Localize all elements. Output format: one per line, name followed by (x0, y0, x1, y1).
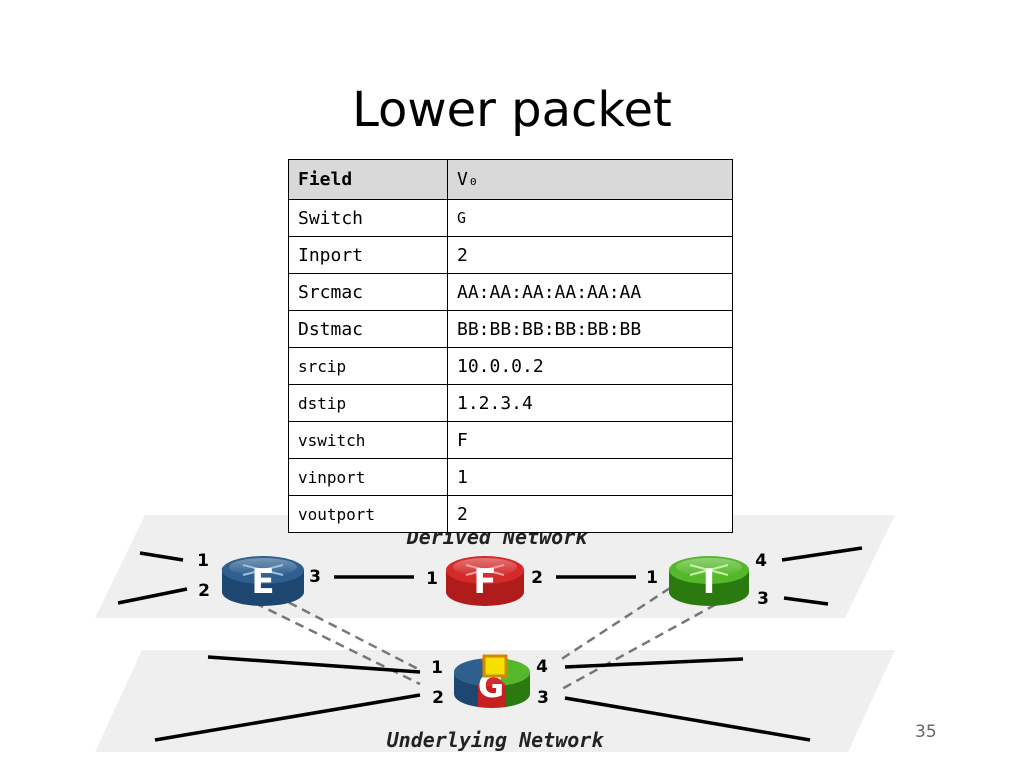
packet-marker-icon (482, 654, 508, 678)
row-field: Srcmac (288, 273, 448, 311)
port-e-2: 2 (198, 581, 210, 601)
table-row: srcip 10.0.0.2 (288, 347, 733, 385)
link-e1-out (139, 551, 184, 562)
slide-title: Lower packet (352, 82, 672, 138)
table-row: Srcmac AA:AA:AA:AA:AA:AA (288, 273, 733, 311)
row-value: G (447, 199, 733, 237)
header-value: V₀ (447, 159, 733, 200)
link-i4-out (781, 546, 863, 562)
derived-links (117, 546, 863, 606)
row-value: F (447, 421, 733, 459)
table-row: vswitch F (288, 421, 733, 459)
switch-i[interactable]: I (669, 556, 749, 606)
table-row: Dstmac BB:BB:BB:BB:BB:BB (288, 310, 733, 348)
row-value: 10.0.0.2 (447, 347, 733, 385)
switch-i-name: I (703, 562, 716, 602)
row-value: 2 (447, 495, 733, 533)
link-e2-out (117, 587, 188, 605)
switch-e[interactable]: E (222, 556, 304, 606)
row-field: srcip (288, 347, 448, 385)
switch-e-name: E (251, 562, 274, 602)
table-row: vinport 1 (288, 458, 733, 496)
mapping-line-i-1 (559, 586, 671, 662)
link-g1-out (207, 655, 421, 674)
row-field: dstip (288, 384, 448, 422)
switch-f-name: F (473, 562, 496, 602)
table-row: Switch G (288, 199, 733, 237)
packet-fields-table: Field V₀ Switch G Inport 2 Srcmac AA:AA:… (288, 159, 733, 533)
underlying-network-label: Underlying Network (387, 728, 605, 752)
port-g-2: 2 (432, 688, 444, 708)
port-g-4: 4 (536, 657, 548, 677)
port-f-2: 2 (531, 568, 543, 588)
switch-f-shine (453, 558, 517, 576)
switch-g[interactable]: G (453, 654, 531, 708)
row-field: Dstmac (288, 310, 448, 348)
row-field: vswitch (288, 421, 448, 459)
row-field: Switch (288, 199, 448, 237)
table-row: dstip 1.2.3.4 (288, 384, 733, 422)
switch-g-body-red (478, 685, 506, 708)
page-number: 35 (915, 722, 937, 742)
switch-g-body-green (506, 672, 530, 707)
link-g3-out (564, 696, 811, 742)
row-value: BB:BB:BB:BB:BB:BB (447, 310, 733, 348)
switch-g-body-blue (454, 672, 478, 707)
port-e-1: 1 (197, 551, 209, 571)
row-value: 1 (447, 458, 733, 496)
switch-i-shine (676, 558, 742, 576)
switch-g-top-lower-red (478, 672, 506, 686)
table-row: voutport 2 (288, 495, 733, 533)
switch-e-shine (229, 558, 297, 576)
port-g-3: 3 (537, 688, 549, 708)
row-value: AA:AA:AA:AA:AA:AA (447, 273, 733, 311)
link-g2-out (154, 693, 421, 742)
switch-e-arrows-icon (242, 564, 284, 576)
port-i-3: 3 (757, 589, 769, 609)
row-field: Inport (288, 236, 448, 274)
underlying-links (154, 655, 811, 742)
port-i-4: 4 (755, 551, 767, 571)
port-i-1: 1 (646, 568, 658, 588)
header-field: Field (288, 159, 448, 200)
port-f-1: 1 (426, 569, 438, 589)
port-e-3: 3 (309, 567, 321, 587)
table-header-row: Field V₀ (288, 159, 733, 200)
row-field: voutport (288, 495, 448, 533)
link-i3-out (783, 596, 829, 606)
switch-f-arrows-icon (465, 564, 505, 576)
switch-i-arrows-icon (689, 564, 729, 576)
mapping-line-i-2 (559, 588, 743, 692)
row-value: 2 (447, 236, 733, 274)
table-row: Inport 2 (288, 236, 733, 274)
port-g-1: 1 (431, 658, 443, 678)
link-g4-out (564, 657, 744, 669)
switch-f[interactable]: F (446, 556, 524, 606)
row-value: 1.2.3.4 (447, 384, 733, 422)
row-field: vinport (288, 458, 448, 496)
